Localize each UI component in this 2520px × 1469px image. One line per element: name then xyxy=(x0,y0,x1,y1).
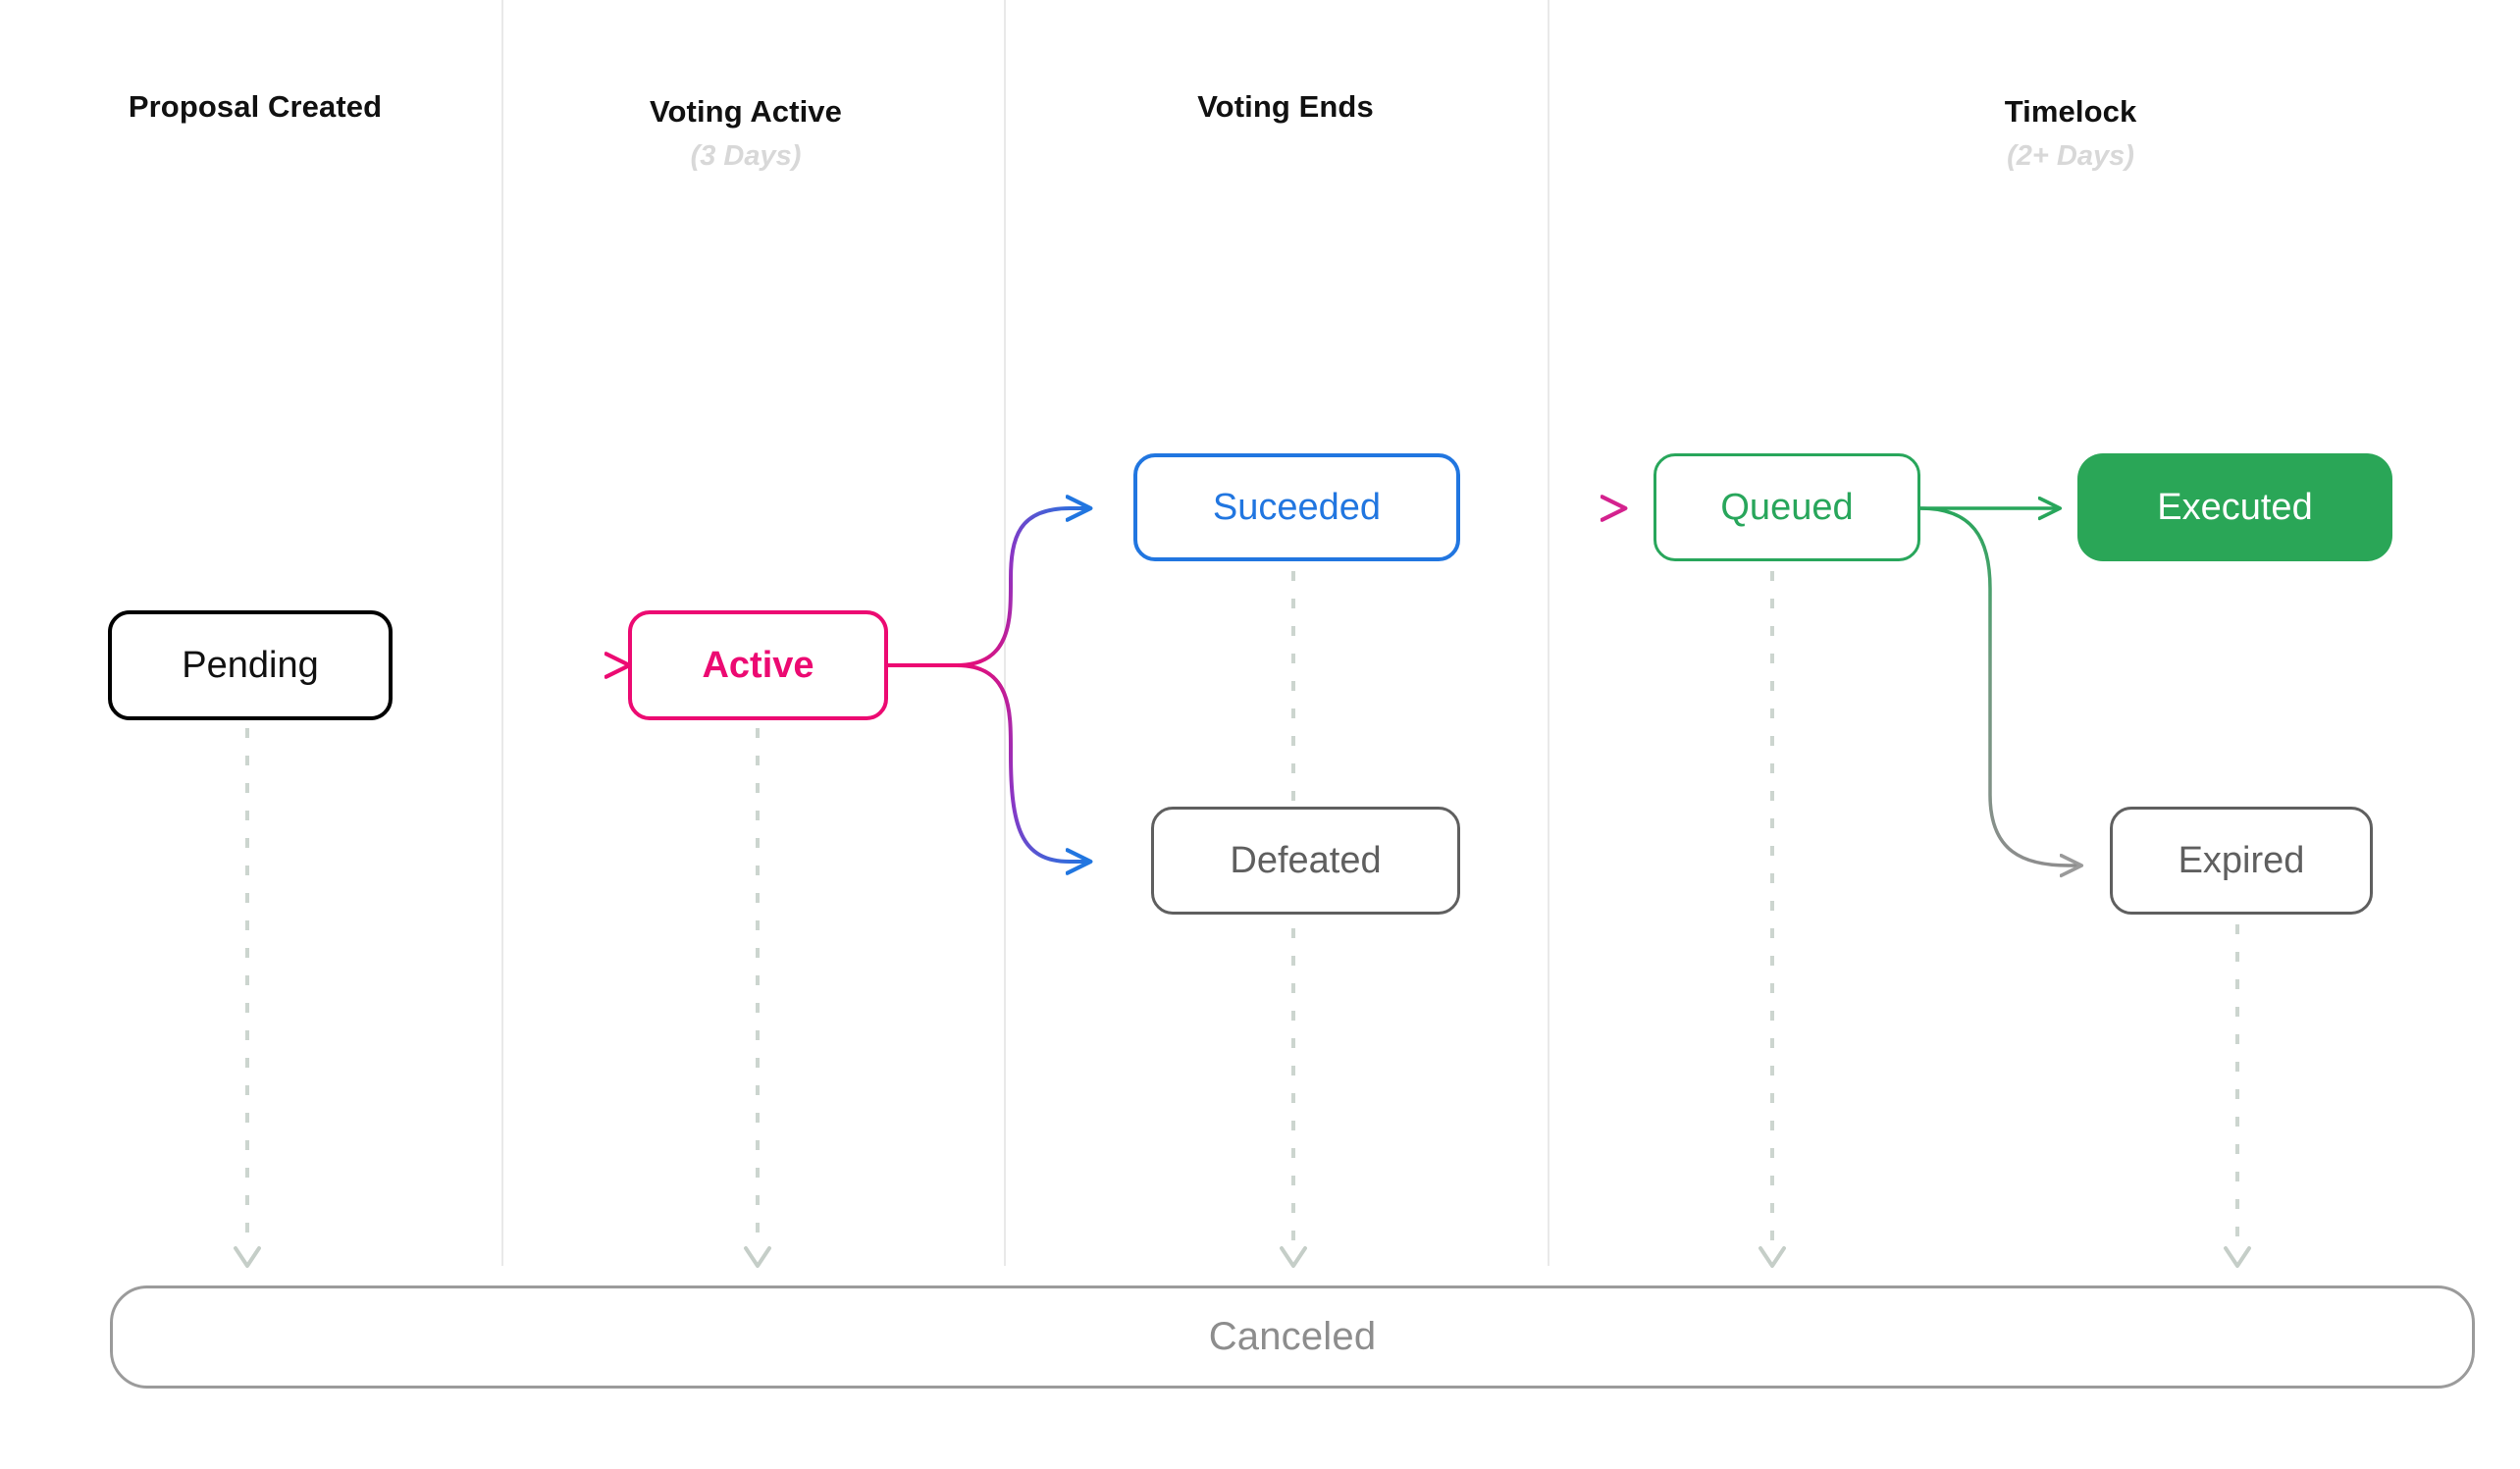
phase-duration: (3 Days) xyxy=(690,139,802,172)
node-label: Queued xyxy=(1720,486,1854,528)
canceled-arrowhead-pending xyxy=(234,1246,261,1268)
canceled-arrowhead-suceeded xyxy=(1280,1246,1307,1268)
phase-title: Timelock xyxy=(2004,94,2137,129)
phase-duration: (2+ Days) xyxy=(2007,139,2134,172)
phase-title: Proposal Created xyxy=(128,89,383,124)
node-suceeded[interactable]: Suceeded xyxy=(1133,453,1460,561)
node-defeated[interactable]: Defeated xyxy=(1151,807,1460,915)
phase-header-timelock: Timelock (2+ Days) xyxy=(1874,93,2267,176)
canceled-arrowhead-queued xyxy=(1759,1246,1786,1268)
edge-queued-to-expired xyxy=(1918,506,2080,866)
phase-title: Voting Ends xyxy=(1197,89,1374,124)
phase-header-voting-ends: Voting Ends xyxy=(1089,88,1482,132)
phase-header-proposal-created: Proposal Created xyxy=(39,88,471,132)
column-separator-2 xyxy=(1004,0,1006,1266)
canceled-bar[interactable]: Canceled xyxy=(110,1285,2475,1389)
phase-header-voting-active: Voting Active (3 Days) xyxy=(550,93,942,176)
node-expired[interactable]: Expired xyxy=(2110,807,2373,915)
node-active[interactable]: Active xyxy=(628,610,888,720)
canceled-arrowhead-expired xyxy=(2224,1246,2251,1268)
canceled-label: Canceled xyxy=(1208,1315,1377,1358)
canceled-arrowhead-active xyxy=(744,1246,771,1268)
node-label: Executed xyxy=(2157,486,2313,528)
column-separator-1 xyxy=(501,0,503,1266)
node-label: Defeated xyxy=(1230,839,1382,881)
phase-title: Voting Active xyxy=(650,94,842,129)
edge-active-to-suceeded xyxy=(955,508,1089,667)
edge-active-to-defeated xyxy=(955,663,1089,862)
node-label: Pending xyxy=(182,644,319,686)
node-label: Expired xyxy=(2178,839,2305,881)
node-queued[interactable]: Queued xyxy=(1654,453,1920,561)
node-pending[interactable]: Pending xyxy=(108,610,393,720)
node-label: Active xyxy=(702,644,814,686)
column-separator-3 xyxy=(1548,0,1549,1266)
node-label: Suceeded xyxy=(1212,486,1382,528)
node-executed[interactable]: Executed xyxy=(2077,453,2392,561)
